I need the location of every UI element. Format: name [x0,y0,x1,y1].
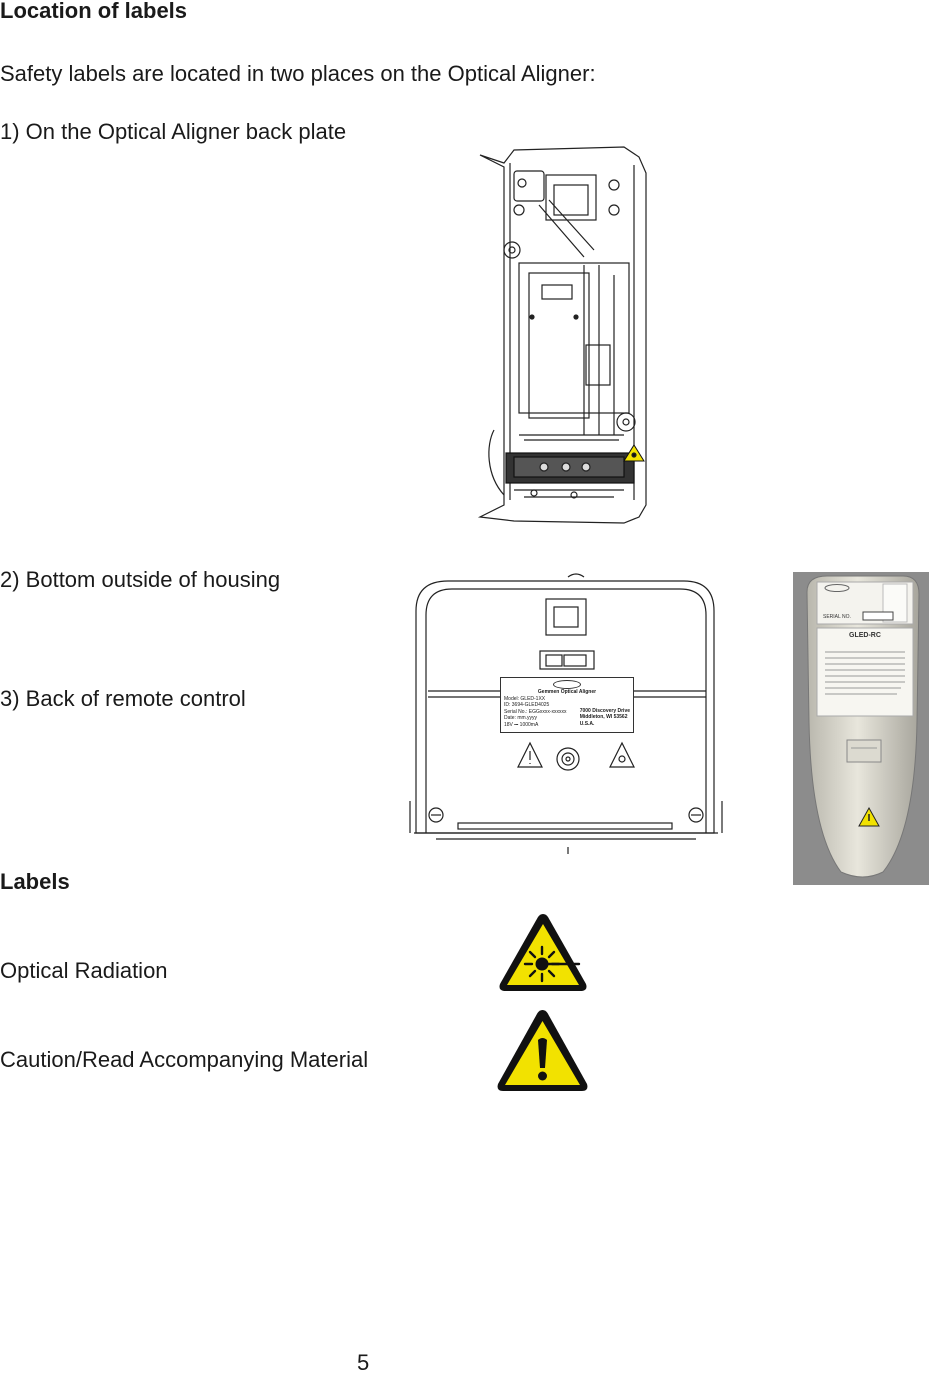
plate-serial: Serial No.: EGGxxxx-xxxxxx [504,708,567,715]
plate-logo [553,680,581,689]
remote-model-text: GLED-RC [849,632,881,639]
page-heading: Location of labels [0,0,188,23]
plate-address-2: Middleton, WI 53562 [579,714,628,720]
exclamation-warning-icon [494,1008,591,1094]
plate-id: ID: 3694-GLED4025 [504,702,550,708]
plate-model: Model: GLED-1XX [504,695,546,702]
location-3-label: 3) Back of remote control [0,686,246,711]
housing-bottom-drawing: Gemmen Optical Aligner Model: GLED-1XX I… [408,571,724,854]
remote-control-photo: GLED-RC SERIAL NO. [793,572,929,885]
caution-read-label: Caution/Read Accompanying Material [0,1047,369,1072]
labels-heading: Labels [0,869,70,894]
intro-text: Safety labels are located in two places … [0,61,596,86]
location-2-label: 2) Bottom outside of housing [0,567,281,592]
rating-plate: Gemmen Optical Aligner Model: GLED-1XX I… [500,677,634,733]
plate-date: Date: mm.yyyy [504,715,538,721]
laser-radiation-warning-icon [497,912,589,994]
plate-address-1: 7000 Discovery Drive [579,707,630,714]
plate-title: Gemmen Optical Aligner [537,689,597,695]
plate-power: 18V ⎓ 1000mA [504,721,539,728]
optical-radiation-label: Optical Radiation [0,958,168,983]
remote-serial-text: SERIAL NO. [823,614,851,620]
plate-address-3: U.S.A. [579,720,595,727]
page-number: 5 [357,1350,370,1375]
back-plate-drawing [474,145,654,527]
location-1-label: 1) On the Optical Aligner back plate [0,119,347,144]
